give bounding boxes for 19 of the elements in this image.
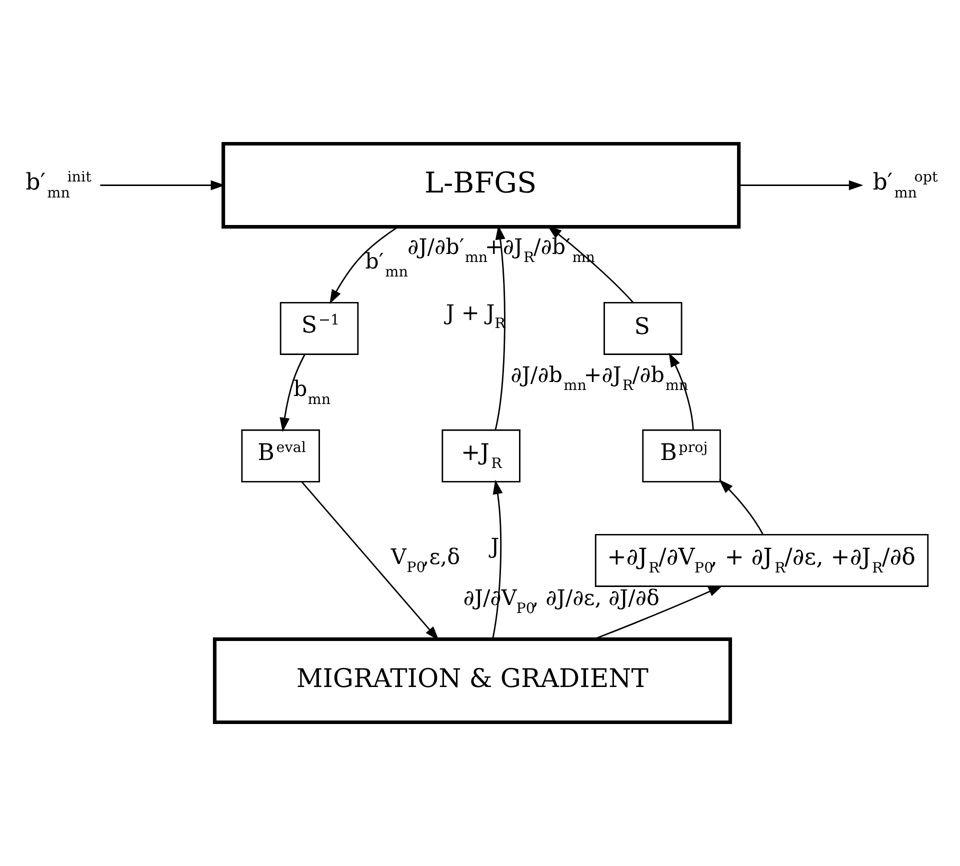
arrow bbox=[718, 479, 764, 534]
node-box: B$^{eval}$ bbox=[241, 429, 320, 482]
node-box: S$^{−1}$ bbox=[280, 302, 359, 355]
arrow bbox=[547, 226, 634, 304]
edge-label: J bbox=[490, 534, 500, 560]
edge-label: b′$_{mn}$ bbox=[365, 249, 408, 280]
node-box: MIGRATION & GRADIENT bbox=[212, 637, 732, 724]
node-box: +J$_{R}$ bbox=[442, 429, 520, 482]
node-box: B$^{proj}$ bbox=[642, 429, 721, 482]
node-box: S bbox=[604, 302, 682, 355]
node-box: L-BFGS bbox=[222, 142, 741, 229]
edge-label: V$_{P0}$,ε,δ bbox=[390, 545, 460, 576]
arrow bbox=[594, 586, 723, 640]
arrow bbox=[492, 480, 503, 639]
arrow bbox=[330, 226, 399, 304]
arrow bbox=[280, 354, 306, 432]
edge-label: b$_{mn}$ bbox=[293, 376, 331, 408]
arrow bbox=[738, 180, 864, 190]
arrow bbox=[301, 481, 439, 640]
